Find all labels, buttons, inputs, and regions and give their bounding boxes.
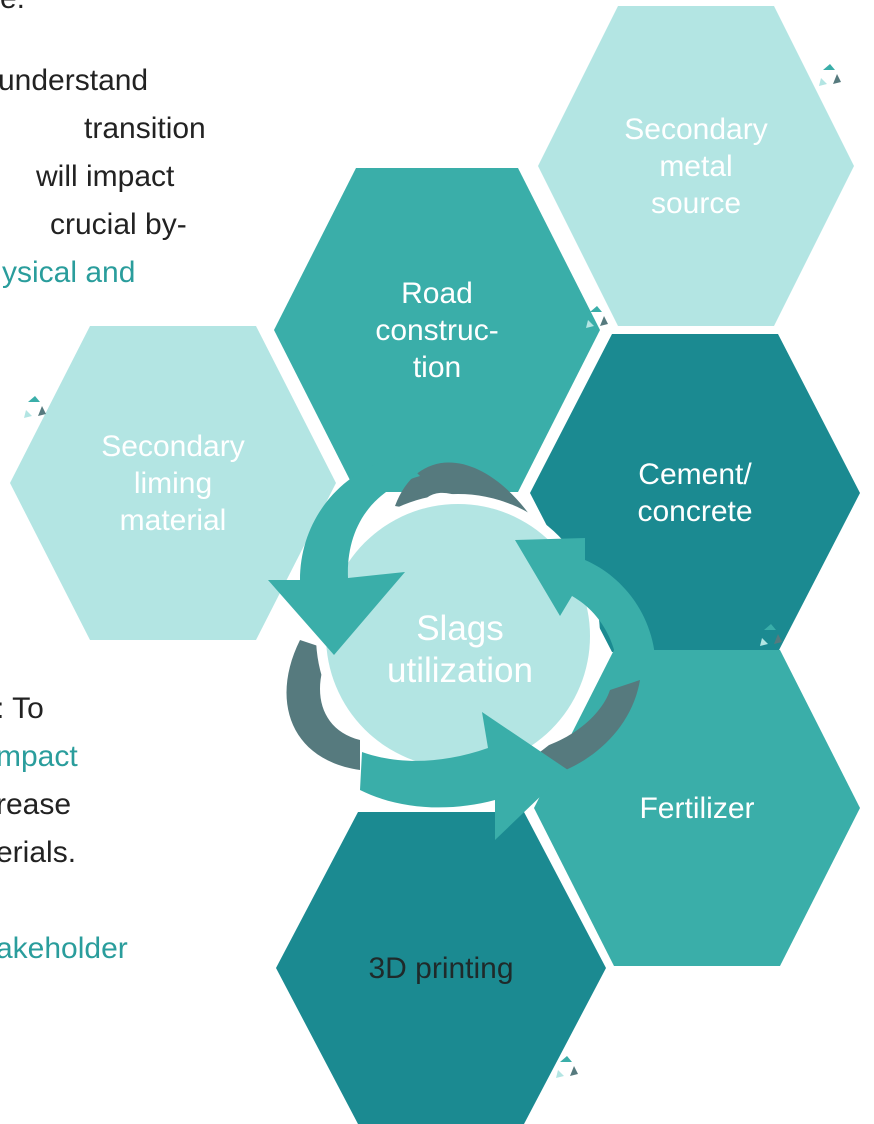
text-line-6: ysical and [2,256,136,289]
cycle-arrow-right [515,538,655,670]
text-line-3: transition [84,112,206,145]
cycle-arrow-left [268,456,420,655]
center-label: Slags utilization [387,609,533,690]
hex-label-road-construction: Road construc- tion [375,276,499,384]
recycle-icon [586,306,608,328]
text-line-11: akeholder [0,932,128,965]
text-line-5: crucial by- [50,208,187,241]
hex-shape [276,812,606,1124]
hex-shape [10,326,336,640]
text-line-10: erials. [0,836,77,869]
cycle-loop-left [286,640,360,770]
text-line-1: e. [0,0,25,19]
hex-label-cement-concrete: Cement/ concrete [637,458,753,528]
hex-secondary-metal-source: Secondary metal source [538,6,854,326]
recycle-icon [556,1056,578,1078]
hex-label-3d-printing: 3D printing [368,951,514,985]
recycle-icon [819,64,841,86]
cycle-loop-right [520,680,640,780]
text-line-2: understand [0,64,149,97]
hex-cement-concrete: Cement/ concrete [530,334,860,652]
hex-label-secondary-liming-material: Secondary liming material [101,429,245,537]
recycle-icon [24,396,46,418]
hex-3d-printing: 3D printing [276,812,606,1124]
hex-shape [274,168,600,492]
hex-label-fertilizer: Fertilizer [639,791,755,825]
hex-shape [530,334,860,652]
text-line-8: mpact [0,740,78,773]
text-line-9: rease [0,788,72,821]
text-line-4: will impact [36,160,175,193]
recycle-icon [760,624,782,646]
cycle-arrow-bottom [360,712,568,840]
hex-label-secondary-metal-source: Secondary metal source [624,112,768,220]
hex-shape [538,6,854,326]
hex-road-construction: Road construc- tion [274,168,600,492]
text-line-7: : To [0,692,44,725]
center-circle-inner [326,504,590,768]
hex-secondary-liming-material: Secondary liming material [10,326,336,640]
